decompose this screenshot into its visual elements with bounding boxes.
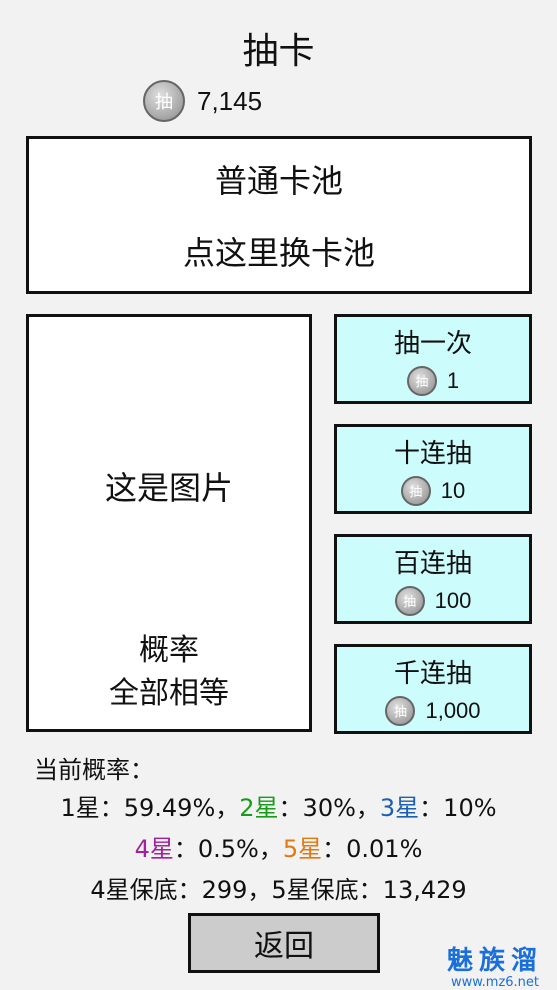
- pool-hint: 点这里换卡池: [182, 234, 375, 272]
- coin-icon: 抽: [400, 475, 431, 506]
- pool-selector-button[interactable]: 普通卡池 点这里换卡池: [26, 136, 532, 294]
- draw-once-button[interactable]: 抽一次 抽 1: [334, 314, 532, 404]
- draw-button-label: 十连抽: [393, 438, 472, 469]
- coin-icon: 抽: [143, 80, 185, 122]
- coin-balance: 抽 7,145: [143, 78, 262, 124]
- image-placeholder-text: 这是图片: [104, 469, 233, 507]
- pool-name: 普通卡池: [214, 162, 343, 200]
- star1-rate: ：59.49%，: [99, 794, 240, 822]
- cost-value: 10: [440, 477, 466, 503]
- star5-label: 5星: [282, 835, 323, 863]
- probability-note: 概率 全部相等: [29, 629, 309, 715]
- draw-button-cost: 抽 1: [406, 365, 460, 396]
- draw-button-label: 千连抽: [393, 658, 472, 689]
- draw-button-cost: 抽 1,000: [385, 695, 481, 726]
- star4-label: 4星: [134, 835, 174, 863]
- draw-button-cost: 抽 10: [400, 475, 466, 506]
- draw-button-label: 百连抽: [393, 548, 472, 579]
- rates-line-1: 1星：59.49%，2星：30%，3星：10%: [0, 788, 557, 829]
- draw-thousand-button[interactable]: 千连抽 抽 1,000: [334, 644, 532, 734]
- coin-icon: 抽: [406, 365, 437, 396]
- cost-value: 100: [434, 587, 472, 613]
- star3-label: 3星: [379, 794, 420, 822]
- watermark-brand: 魅族溜: [446, 946, 543, 976]
- star2-label: 2星: [239, 794, 279, 822]
- back-button[interactable]: 返回: [188, 913, 380, 973]
- star4-rate: ：0.5%，: [173, 835, 283, 863]
- draw-button-label: 抽一次: [393, 328, 472, 359]
- coin-icon: 抽: [385, 695, 416, 726]
- pity-info: 4星保底：299，5星保底：13,429: [90, 876, 467, 904]
- rates-heading: 当前概率：: [34, 756, 154, 784]
- star3-rate: ：10%: [419, 794, 497, 822]
- draw-hundred-button[interactable]: 百连抽 抽 100: [334, 534, 532, 624]
- star2-rate: ：30%，: [278, 794, 380, 822]
- star1-label: 1星: [60, 794, 100, 822]
- watermark-url: www.mz6.net: [450, 975, 540, 990]
- coin-count: 7,145: [197, 85, 263, 116]
- star5-rate: ：0.01%: [322, 835, 423, 863]
- cost-value: 1,000: [425, 697, 481, 723]
- probability-note-line1: 概率: [139, 633, 199, 668]
- probability-note-line2: 全部相等: [109, 676, 229, 711]
- draw-ten-button[interactable]: 十连抽 抽 10: [334, 424, 532, 514]
- card-image-panel: 这是图片 概率 全部相等: [26, 314, 312, 732]
- page-title: 抽卡: [242, 31, 315, 72]
- watermark: 魅族溜 www.mz6.net: [447, 946, 543, 990]
- cost-value: 1: [446, 367, 460, 393]
- rates-list: 1星：59.49%，2星：30%，3星：10% 4星：0.5%，5星：0.01%…: [0, 788, 557, 911]
- coin-icon: 抽: [394, 585, 425, 616]
- draw-button-cost: 抽 100: [394, 585, 472, 616]
- rates-line-2: 4星：0.5%，5星：0.01%: [0, 829, 557, 870]
